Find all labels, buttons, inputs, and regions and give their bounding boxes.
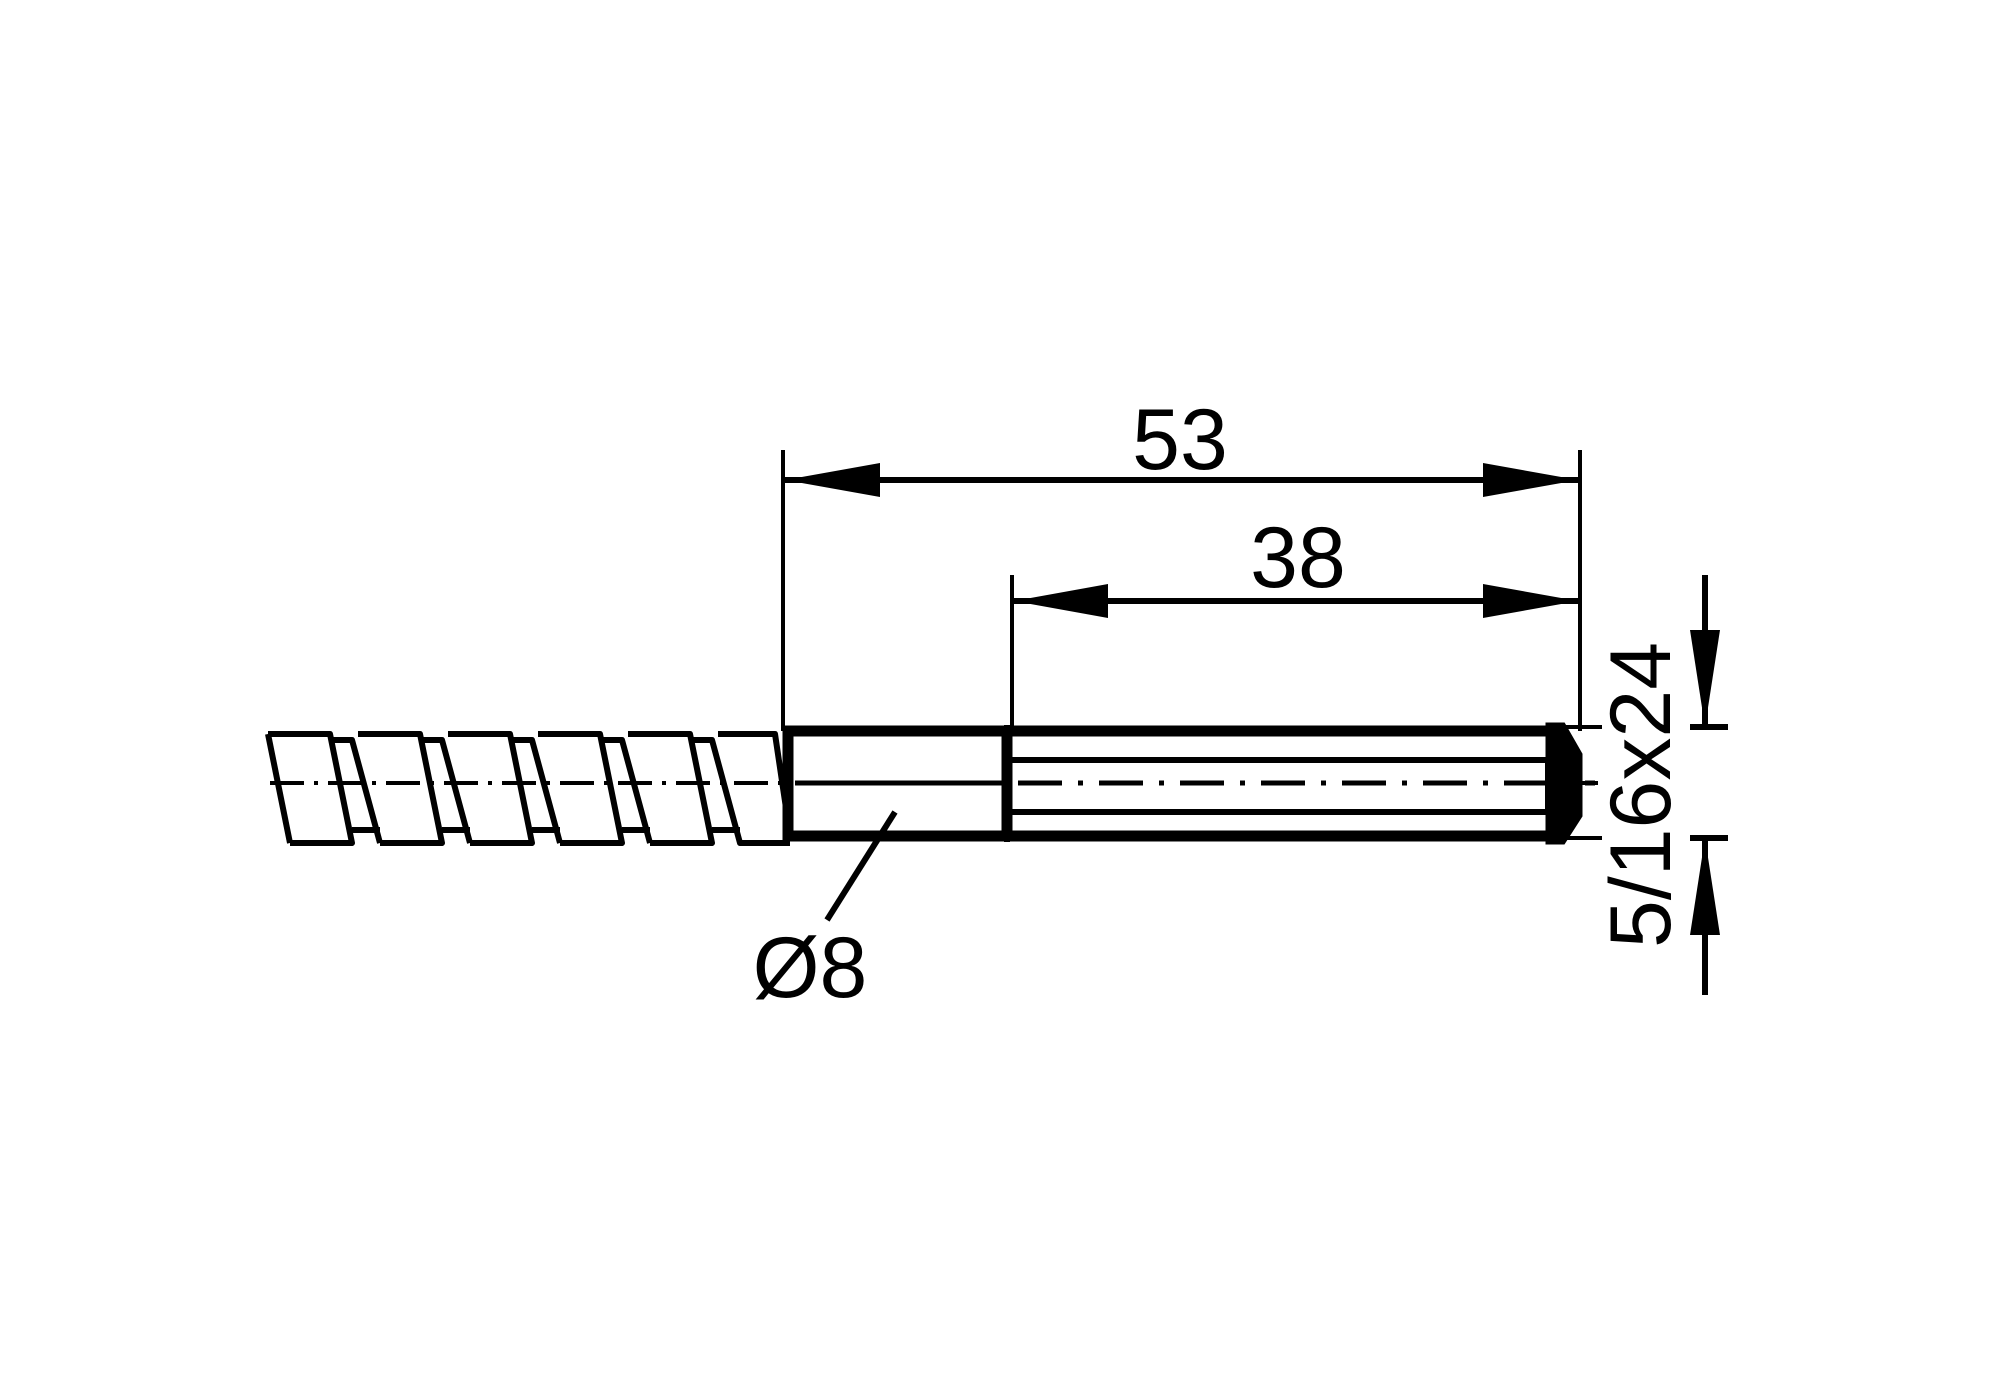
dimension-label-thread: 5/16x24 xyxy=(1593,642,1689,948)
dimension-thread-spec: 5/16x24 xyxy=(1593,575,1728,995)
dimension-overall-length: 53 xyxy=(785,392,1578,497)
chamfered-end xyxy=(1545,722,1583,845)
extension-lines xyxy=(781,450,1602,840)
coil-turns xyxy=(265,731,793,846)
cable-coil xyxy=(265,731,793,846)
dimension-diameter: Ø8 xyxy=(753,810,898,1016)
sensor-body xyxy=(782,722,1595,845)
dimension-label-38: 38 xyxy=(1250,510,1346,606)
dimension-thread-length: 38 xyxy=(1014,510,1578,618)
dimension-label-diameter: Ø8 xyxy=(753,920,868,1016)
dimension-label-53: 53 xyxy=(1132,392,1228,488)
